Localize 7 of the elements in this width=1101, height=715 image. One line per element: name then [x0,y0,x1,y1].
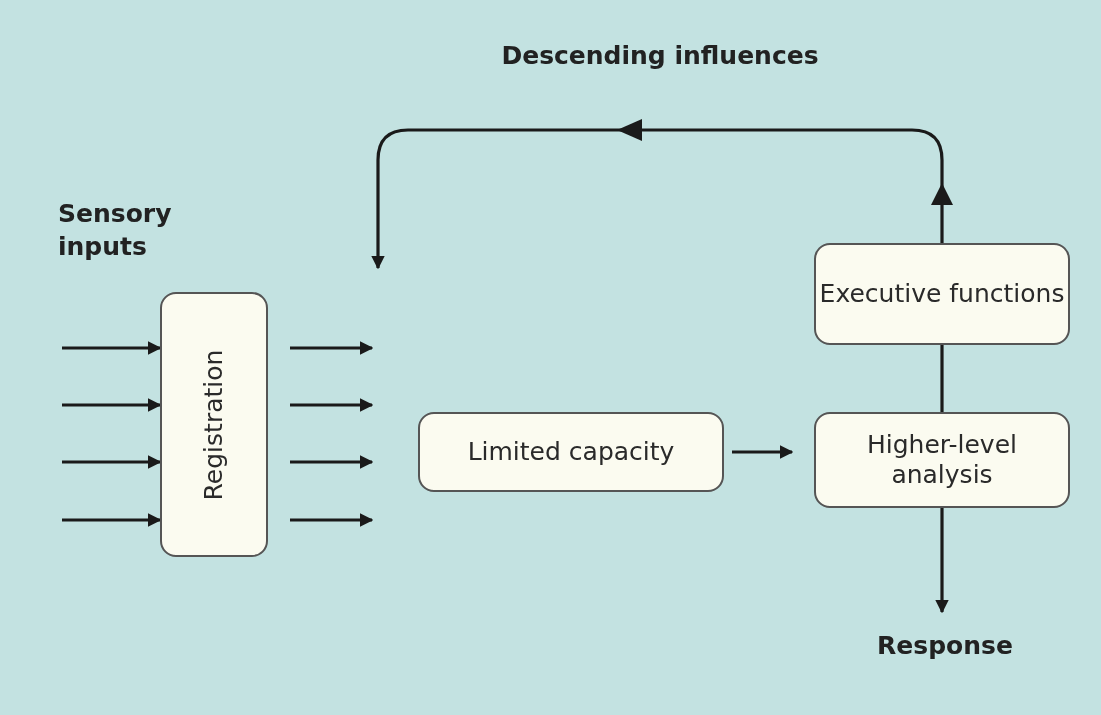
process-box: Registration [160,292,268,557]
edge-label: Descending influences [500,40,820,72]
process-box: Higher-level analysis [814,412,1070,508]
input-label: Sensory inputs [58,198,173,263]
process-box: Limited capacity [418,412,724,492]
output-label: Response [845,626,1045,666]
process-box: Executive functions [814,243,1070,345]
